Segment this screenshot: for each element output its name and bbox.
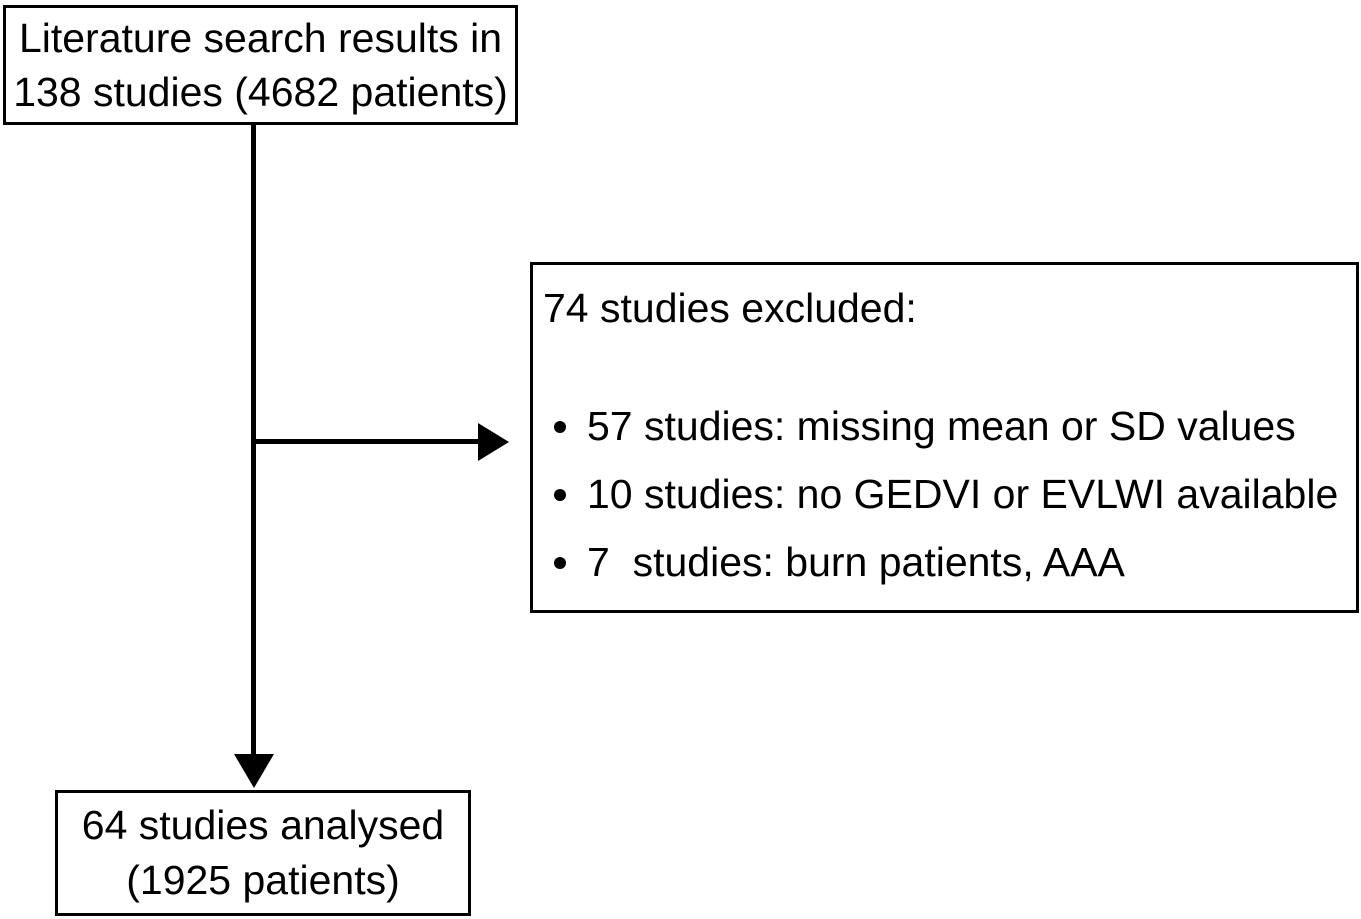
list-item: 7 studies: burn patients, AAA (554, 539, 1346, 586)
bullet-icon (554, 421, 566, 433)
list-item: 10 studies: no GEDVI or EVLWI available (554, 471, 1346, 518)
excluded-studies-box: 74 studies excluded: 57 studies: missing… (530, 262, 1359, 613)
excluded-header: 74 studies excluded: (543, 285, 917, 331)
bullet-icon (554, 489, 566, 501)
excluded-reason-3: 7 studies: burn patients, AAA (587, 539, 1125, 585)
bullet-icon (554, 557, 566, 569)
analysed-studies-box: 64 studies analysed (1925 patients) (55, 790, 471, 916)
excluded-reason-2: 10 studies: no GEDVI or EVLWI available (587, 471, 1339, 517)
search-results-line-2: 138 studies (4682 patients) (13, 69, 508, 115)
excluded-reasons-list: 57 studies: missing mean or SD values 10… (543, 403, 1346, 586)
horizontal-flow-line (253, 439, 480, 444)
arrowhead-right-icon (478, 423, 509, 461)
search-results-line-1: Literature search results in (18, 15, 503, 61)
search-results-box: Literature search results in 138 studies… (3, 5, 518, 125)
arrowhead-down-icon (234, 754, 274, 788)
list-item: 57 studies: missing mean or SD values (554, 403, 1346, 450)
analysed-line-2: (1925 patients) (126, 857, 400, 903)
excluded-reason-1: 57 studies: missing mean or SD values (587, 403, 1296, 449)
analysed-line-1: 64 studies analysed (81, 802, 445, 848)
